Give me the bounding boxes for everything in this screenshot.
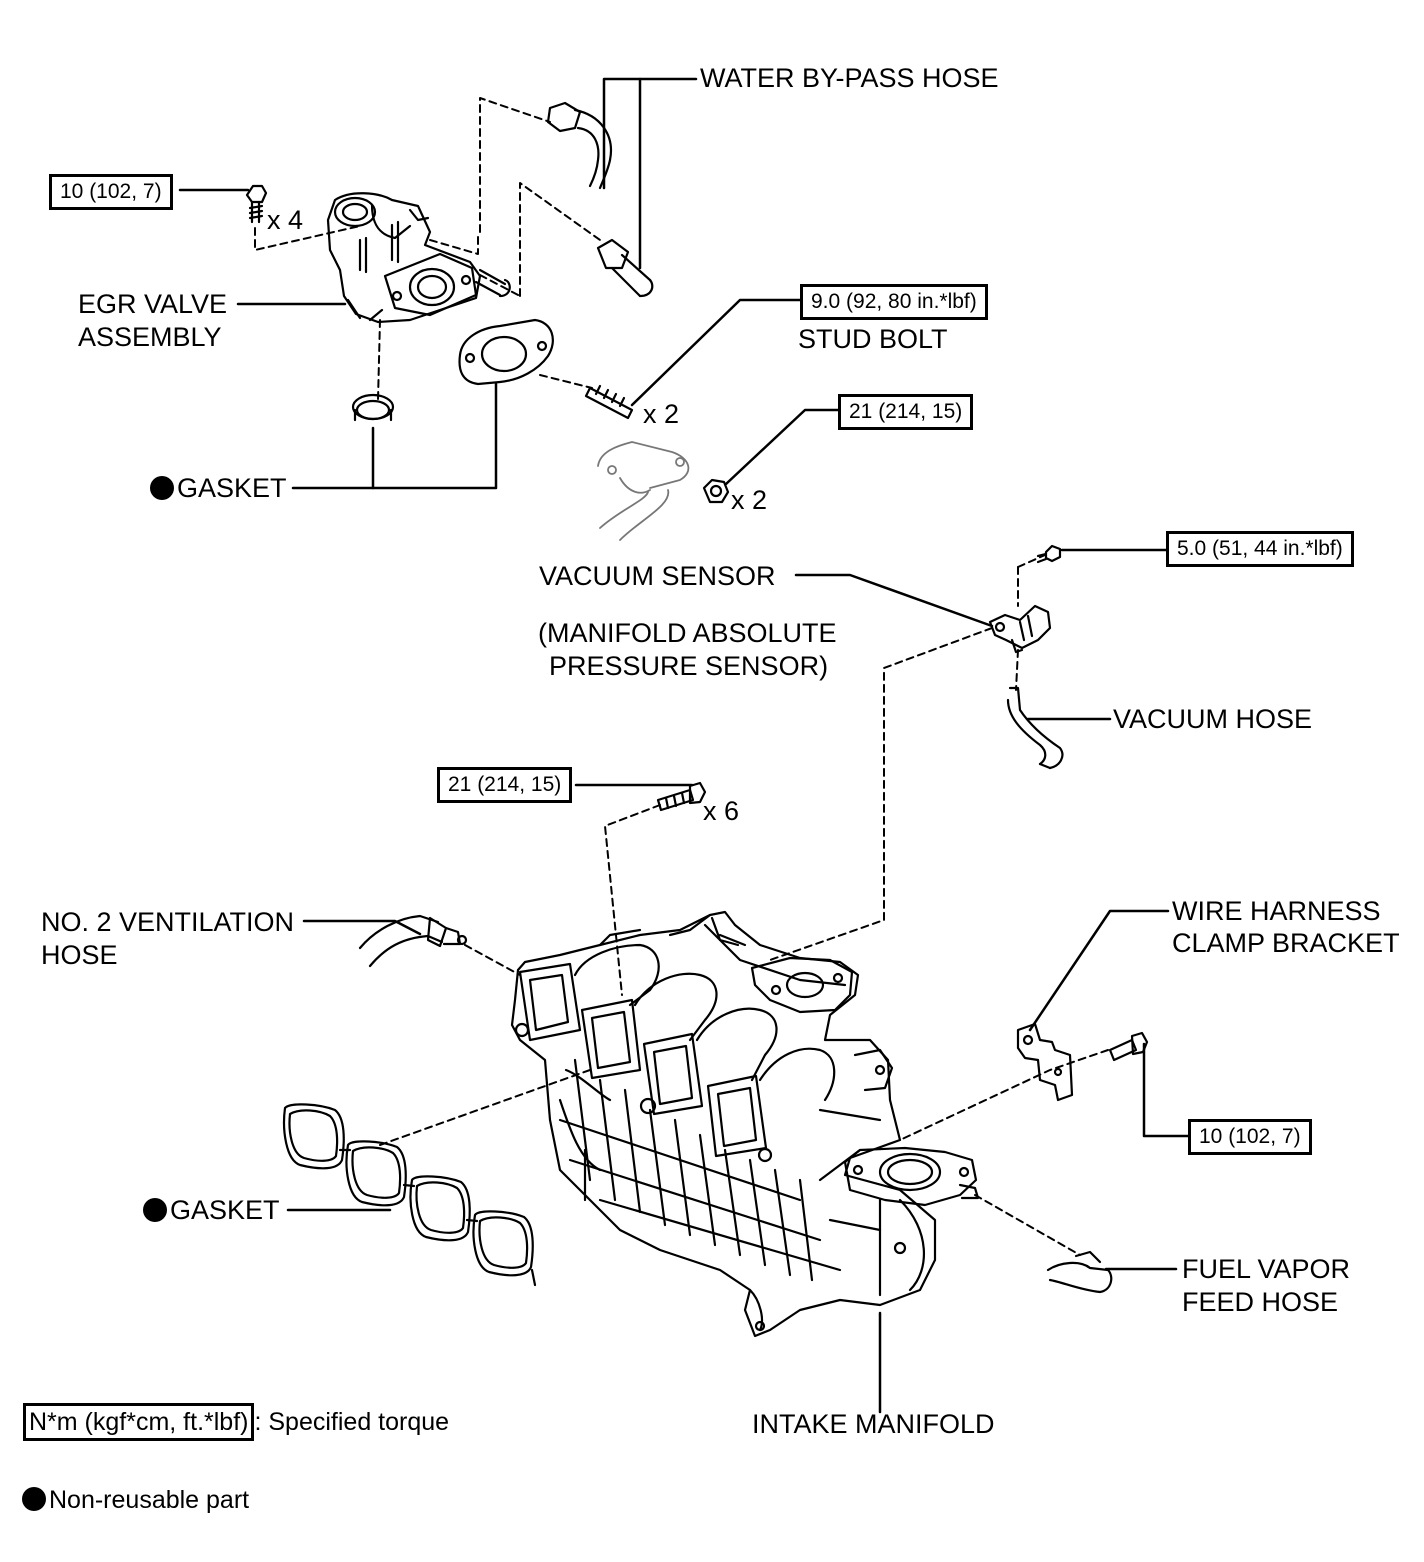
leader-lines — [178, 77, 1190, 1414]
label-egr-valve-1: EGR VALVE — [78, 289, 228, 319]
label-egr-valve-2: ASSEMBLY — [78, 322, 222, 352]
qty-egr-bolt: x 4 — [267, 205, 304, 235]
water-hose-lower — [596, 238, 654, 298]
label-ventilation-hose-2: HOSE — [41, 940, 118, 970]
nonreusable-dot-icon — [143, 1198, 167, 1222]
qty-stud-bolt: x 2 — [643, 399, 680, 429]
label-vacuum-hose: VACUUM HOSE — [1113, 704, 1313, 734]
wire-harness-bracket — [1016, 1022, 1074, 1102]
label-ventilation-hose-1: NO. 2 VENTILATION — [41, 907, 295, 937]
qty-egr-nut: x 2 — [731, 485, 768, 515]
label-fuel-vapor-1: FUEL VAPOR — [1182, 1254, 1351, 1284]
egr-bolt — [245, 184, 268, 224]
alignment-lines — [254, 97, 1109, 1256]
label-map-sensor-2: PRESSURE SENSOR) — [549, 651, 829, 681]
torque-egr-nut: 21 (214, 15) — [838, 394, 974, 430]
stud-bolt — [584, 384, 634, 420]
torque-manifold-bolt: 21 (214, 15) — [437, 767, 573, 803]
gasket-bottom-text: GASKET — [170, 1195, 280, 1225]
nonreusable-dot-icon — [22, 1487, 46, 1511]
egr-pipe — [597, 441, 690, 541]
label-wire-harness-1: WIRE HARNESS — [1172, 896, 1381, 926]
egr-valve-assembly — [326, 192, 511, 324]
vacuum-sensor-body — [988, 604, 1052, 654]
label-water-bypass-hose: WATER BY-PASS HOSE — [700, 63, 999, 93]
label-gasket-top: GASKET — [150, 472, 287, 504]
ventilation-hose — [358, 914, 468, 968]
label-stud-bolt: STUD BOLT — [798, 324, 948, 354]
label-map-sensor-1: (MANIFOLD ABSOLUTE — [538, 618, 837, 648]
qty-manifold-bolt: x 6 — [703, 796, 740, 826]
label-intake-manifold: INTAKE MANIFOLD — [752, 1409, 995, 1439]
label-vacuum-sensor: VACUUM SENSOR — [539, 561, 776, 591]
intake-manifold-body — [510, 910, 980, 1338]
vacuum-hose — [1006, 686, 1064, 770]
label-gasket-bottom: GASKET — [143, 1194, 280, 1226]
manifold-gasket — [282, 1103, 537, 1287]
egr-ring-gasket — [351, 393, 395, 422]
manifold-bolt — [656, 781, 707, 812]
label-wire-harness-2: CLAMP BRACKET — [1172, 928, 1400, 958]
torque-stud-bolt: 9.0 (92, 80 in.*lbf) — [800, 284, 988, 320]
sensor-bolt — [1036, 544, 1062, 564]
legend-nonreusable-text: Non-reusable part — [49, 1486, 250, 1514]
legend-nonreusable: Non-reusable part — [22, 1484, 249, 1516]
torque-egr-bolt: 10 (102, 7) — [49, 174, 173, 210]
legend-torque-desc: : Specified torque — [254, 1408, 450, 1436]
bracket-bolt — [1108, 1031, 1149, 1062]
gasket-top-text: GASKET — [177, 473, 287, 503]
nonreusable-dot-icon — [150, 476, 174, 500]
egr-nut — [702, 478, 730, 504]
label-fuel-vapor-2: FEED HOSE — [1182, 1287, 1339, 1317]
water-hose-upper — [546, 101, 613, 190]
legend-torque: N*m (kgf*cm, ft.*lbf): Specified torque — [23, 1403, 449, 1441]
fuel-vapor-hose — [1046, 1250, 1113, 1294]
egr-gasket-flange — [458, 318, 554, 386]
torque-sensor-bolt: 5.0 (51, 44 in.*lbf) — [1166, 531, 1354, 567]
torque-bracket-bolt: 10 (102, 7) — [1188, 1119, 1312, 1155]
legend-torque-box: N*m (kgf*cm, ft.*lbf) — [23, 1403, 255, 1441]
